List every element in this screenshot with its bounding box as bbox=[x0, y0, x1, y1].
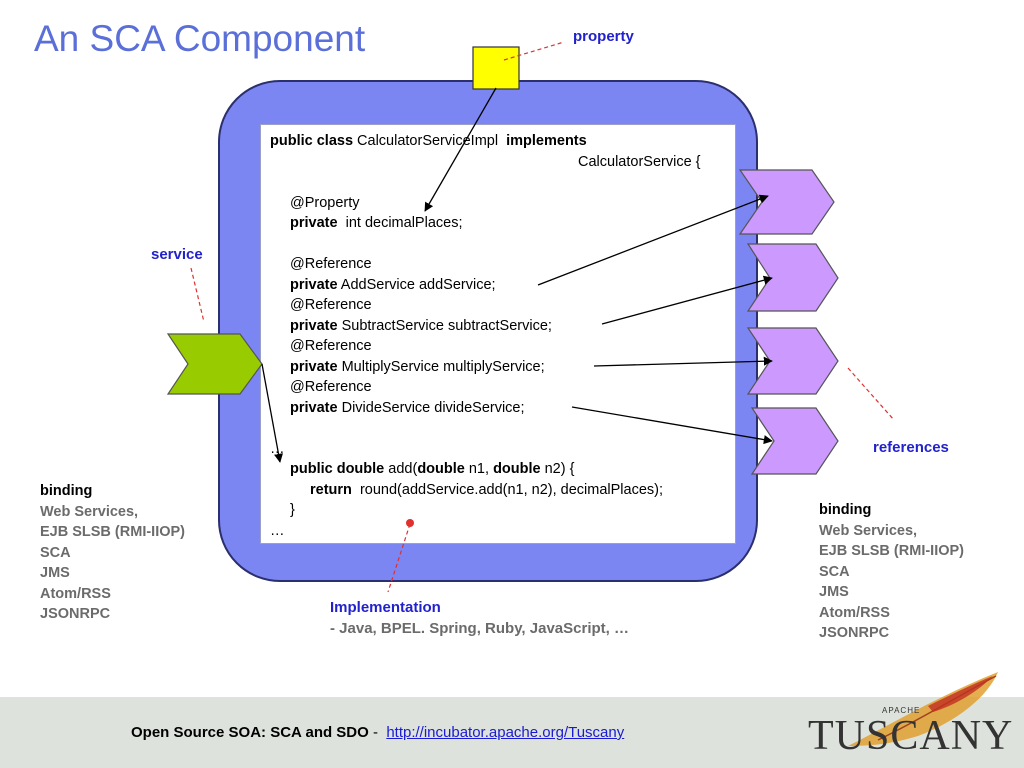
binding-item: SCA bbox=[40, 544, 71, 561]
binding-item: JSONRPC bbox=[819, 625, 890, 641]
binding-item: JMS bbox=[40, 565, 70, 581]
implementation-callout-dot bbox=[406, 519, 414, 527]
logo-tuscany-text: TUSCANY bbox=[808, 713, 1014, 759]
code-line: @Property bbox=[290, 194, 360, 211]
implementation-caption: Implementation - Java, BPEL. Spring, Rub… bbox=[330, 597, 629, 639]
binding-item: EJB SLSB (RMI-IIOP) bbox=[819, 543, 965, 559]
arrow-property-to-field bbox=[424, 87, 497, 212]
binding-item: SCA bbox=[819, 563, 850, 580]
binding-item: JSONRPC bbox=[40, 606, 111, 622]
binding-list-left: binding Web Services, EJB SLSB (RMI-IIOP… bbox=[40, 481, 185, 625]
code-line: @Reference bbox=[290, 297, 372, 313]
implementation-callout-line bbox=[387, 523, 411, 593]
binding-item: Web Services, bbox=[819, 522, 918, 539]
binding-item: JMS bbox=[819, 584, 849, 600]
code-line: return round(addService.add(n1, n2), dec… bbox=[310, 481, 664, 498]
arrow-service-to-method bbox=[261, 363, 283, 463]
page-title: An SCA Component bbox=[34, 18, 366, 59]
code-line: private SubtractService subtractService; bbox=[290, 317, 552, 334]
arrow-multiply-reference bbox=[593, 356, 773, 367]
code-line: private MultiplyService multiplyService; bbox=[290, 358, 545, 375]
property-label: property bbox=[573, 28, 634, 45]
footer-title: Open Source SOA: SCA and SDO bbox=[131, 724, 369, 741]
code-line: CalculatorService { bbox=[578, 153, 701, 170]
property-square[interactable] bbox=[472, 46, 520, 90]
reference-chevron-divide[interactable] bbox=[750, 407, 839, 475]
binding-item: EJB SLSB (RMI-IIOP) bbox=[40, 524, 186, 540]
footer-bar bbox=[0, 697, 1024, 768]
logo-apache-text: APACHE bbox=[882, 706, 921, 715]
reference-chevron-subtract[interactable] bbox=[746, 243, 839, 312]
implementation-languages: - Java, BPEL. Spring, Ruby, JavaScript, … bbox=[330, 620, 629, 637]
code-line: @Reference bbox=[290, 338, 372, 354]
code-line: } bbox=[290, 502, 295, 518]
arrow-add-reference bbox=[537, 194, 769, 286]
code-line: private AddService addService; bbox=[290, 276, 496, 293]
binding-item: Atom/RSS bbox=[40, 585, 111, 602]
arrow-divide-reference bbox=[571, 406, 773, 445]
service-label: service bbox=[151, 246, 203, 263]
binding-item: Web Services, bbox=[40, 503, 139, 520]
implementation-code-box: public class CalculatorServiceImpl imple… bbox=[260, 124, 736, 544]
code-line: public double add(double n1, double n2) … bbox=[290, 461, 575, 477]
footer-text: Open Source SOA: SCA and SDO - http://in… bbox=[131, 724, 624, 741]
arrow-subtract-reference bbox=[601, 275, 773, 325]
footer-separator: - bbox=[368, 724, 387, 741]
binding-heading-right: binding bbox=[819, 502, 872, 518]
tuscany-logo: APACHE TUSCANY bbox=[808, 666, 1014, 762]
code-line: @Reference bbox=[290, 379, 372, 395]
binding-heading-left: binding bbox=[40, 483, 93, 499]
service-chevron[interactable] bbox=[166, 333, 263, 395]
service-callout-line bbox=[190, 267, 205, 323]
feather-icon bbox=[848, 672, 998, 746]
code-line: … bbox=[270, 522, 285, 539]
references-callout-line bbox=[847, 367, 895, 421]
footer-link[interactable]: http://incubator.apache.org/Tuscany bbox=[386, 724, 625, 741]
binding-item: Atom/RSS bbox=[819, 604, 890, 621]
property-callout-line bbox=[503, 41, 565, 61]
code-listing: public class CalculatorServiceImpl imple… bbox=[270, 131, 701, 541]
code-line: @Reference bbox=[290, 256, 372, 272]
binding-list-right: binding Web Services, EJB SLSB (RMI-IIOP… bbox=[819, 500, 964, 644]
references-label: references bbox=[873, 439, 949, 456]
code-line: private DivideService divideService; bbox=[290, 399, 525, 416]
code-line: private int decimalPlaces; bbox=[290, 215, 463, 231]
implementation-heading: Implementation bbox=[330, 599, 441, 616]
